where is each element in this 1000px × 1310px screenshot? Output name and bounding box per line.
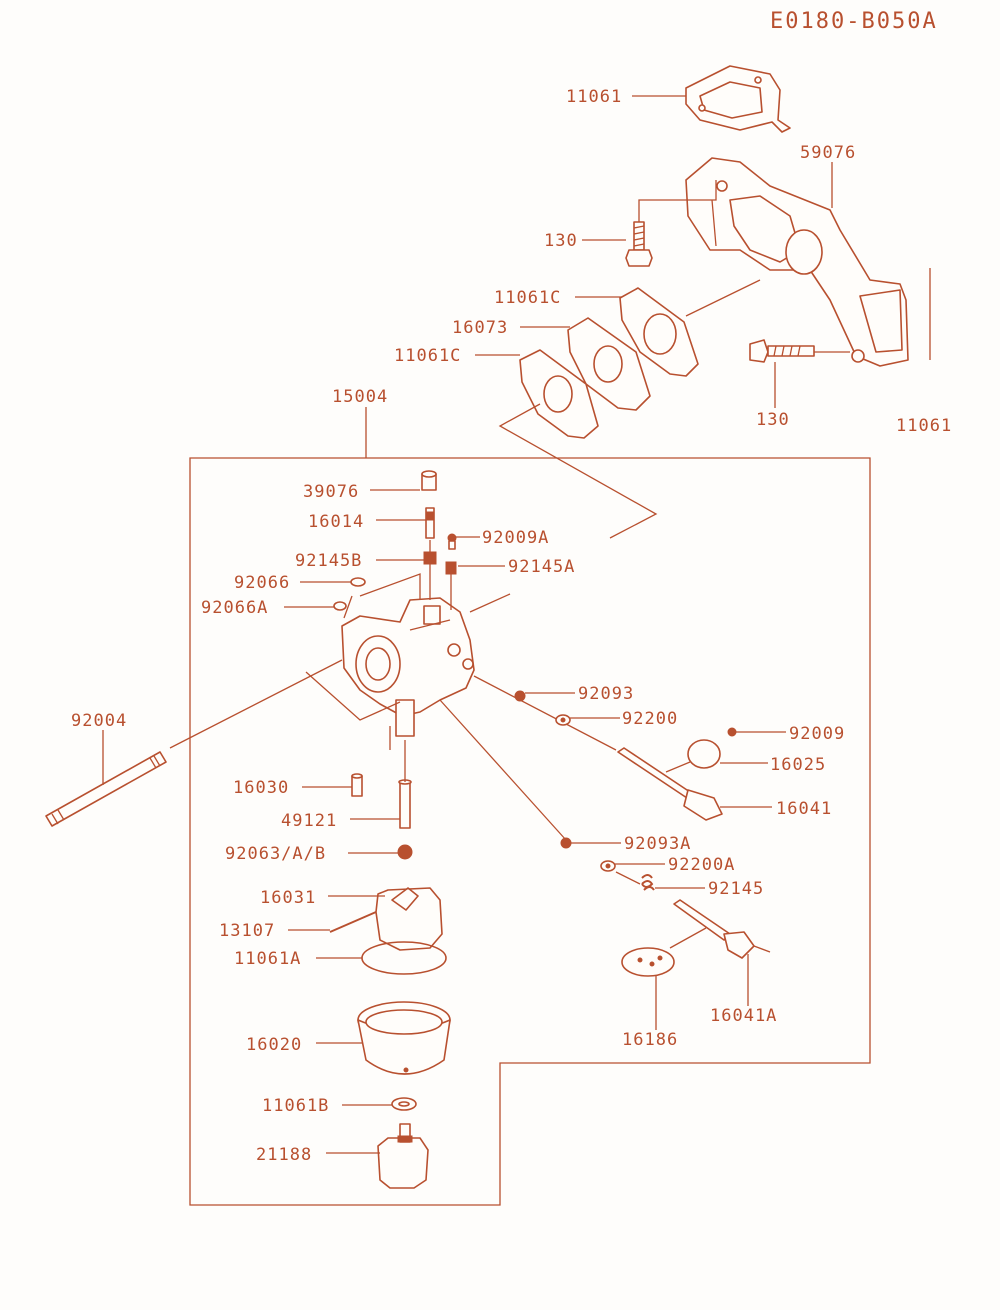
bolt-130-lower (749, 339, 850, 363)
label-16025: 16025 (770, 755, 826, 775)
label-11061: 11061 (566, 87, 622, 107)
choke-shaft-16041a (673, 899, 771, 959)
intake-manifold-59076 (685, 157, 909, 367)
part-92009a (447, 533, 457, 550)
label-92004: 92004 (71, 711, 127, 731)
part-92145 (641, 874, 655, 891)
assembly-outline (189, 457, 871, 1206)
diagram-code: E0180-B050A (770, 9, 938, 34)
label-21188: 21188 (256, 1145, 312, 1165)
label-16014: 16014 (308, 512, 364, 532)
part-16014 (425, 507, 435, 539)
label-92145: 92145 (708, 879, 764, 899)
carburetor-body (341, 597, 475, 737)
label-92145b: 92145B (295, 551, 362, 571)
part-92066 (350, 577, 366, 587)
label-11061b: 11061B (262, 1096, 329, 1116)
gasket-11061c-right (619, 287, 699, 377)
label-92200a: 92200A (668, 855, 735, 875)
label-130-2: 130 (756, 410, 790, 430)
throttle-shaft-16041 (617, 747, 723, 821)
part-92066a (333, 601, 347, 611)
choke-plate-16186 (621, 927, 707, 977)
label-11061c: 11061C (494, 288, 561, 308)
label-39076: 39076 (303, 482, 359, 502)
label-92009a: 92009A (482, 528, 549, 548)
pin-13107 (329, 911, 377, 933)
label-92145a: 92145A (508, 557, 575, 577)
part-92009 (727, 727, 737, 737)
part-92200a (600, 860, 616, 872)
part-49121 (398, 779, 412, 829)
label-49121: 49121 (281, 811, 337, 831)
part-16030 (351, 773, 363, 797)
label-16041a: 16041A (710, 1006, 777, 1026)
gasket-11061c-left (519, 349, 599, 439)
part-92200 (555, 714, 571, 726)
part-92145a (445, 561, 457, 575)
spacer-16073 (567, 317, 651, 411)
label-15004: 15004 (332, 387, 388, 407)
part-92093 (514, 690, 526, 702)
label-130: 130 (544, 231, 578, 251)
label-16073: 16073 (452, 318, 508, 338)
part-92145b (423, 551, 437, 565)
bolt-130-upper (625, 180, 717, 267)
label-92200: 92200 (622, 709, 678, 729)
label-11061a: 11061A (234, 949, 301, 969)
label-92066a: 92066A (201, 598, 268, 618)
solenoid-21188 (377, 1123, 429, 1189)
label-92009: 92009 (789, 724, 845, 744)
label-92093: 92093 (578, 684, 634, 704)
label-11061c-2: 11061C (394, 346, 461, 366)
part-92093a (560, 837, 572, 849)
label-16030: 16030 (233, 778, 289, 798)
part-92063 (397, 844, 413, 860)
label-92066: 92066 (234, 573, 290, 593)
part-39076 (421, 470, 437, 491)
label-16031: 16031 (260, 888, 316, 908)
label-16041: 16041 (776, 799, 832, 819)
throttle-plate-16025 (687, 739, 721, 769)
label-13107: 13107 (219, 921, 275, 941)
label-16186: 16186 (622, 1030, 678, 1050)
gasket-11061b (391, 1097, 417, 1111)
label-11061-2: 11061 (896, 416, 952, 436)
label-59076: 59076 (800, 143, 856, 163)
float-bowl-16020 (357, 1001, 451, 1075)
gasket-11061-top (685, 65, 791, 133)
label-16020: 16020 (246, 1035, 302, 1055)
label-92063: 92063/A/B (225, 844, 326, 864)
float-16031 (375, 887, 443, 951)
label-92093a: 92093A (624, 834, 691, 854)
screw-92004 (45, 659, 343, 827)
